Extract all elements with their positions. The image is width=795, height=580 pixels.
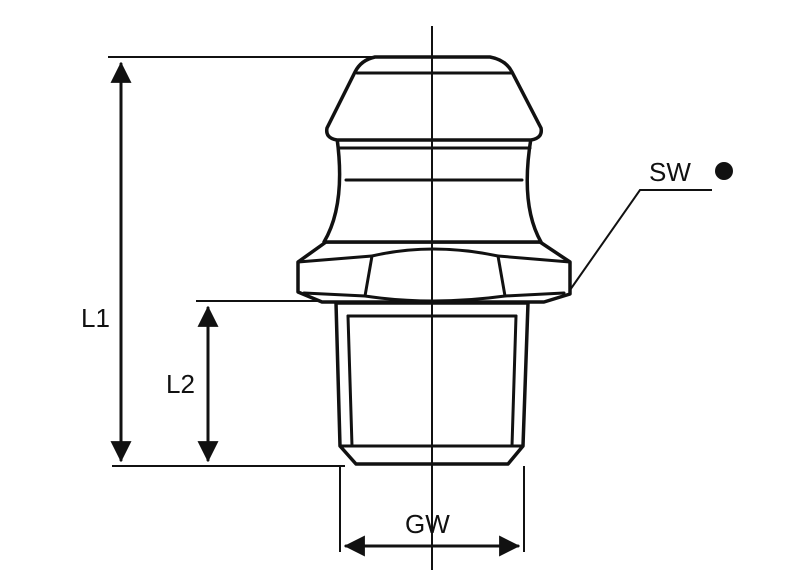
- sw-leader-line: [569, 189, 712, 291]
- hex-nut: [296, 240, 572, 304]
- dome-head: [324, 55, 544, 142]
- filled-circle-icon: [715, 162, 733, 180]
- l1-label: L1: [81, 303, 110, 333]
- sw-label: SW: [649, 157, 691, 187]
- l2-label: L2: [166, 369, 195, 399]
- gw-label: GW: [405, 509, 450, 539]
